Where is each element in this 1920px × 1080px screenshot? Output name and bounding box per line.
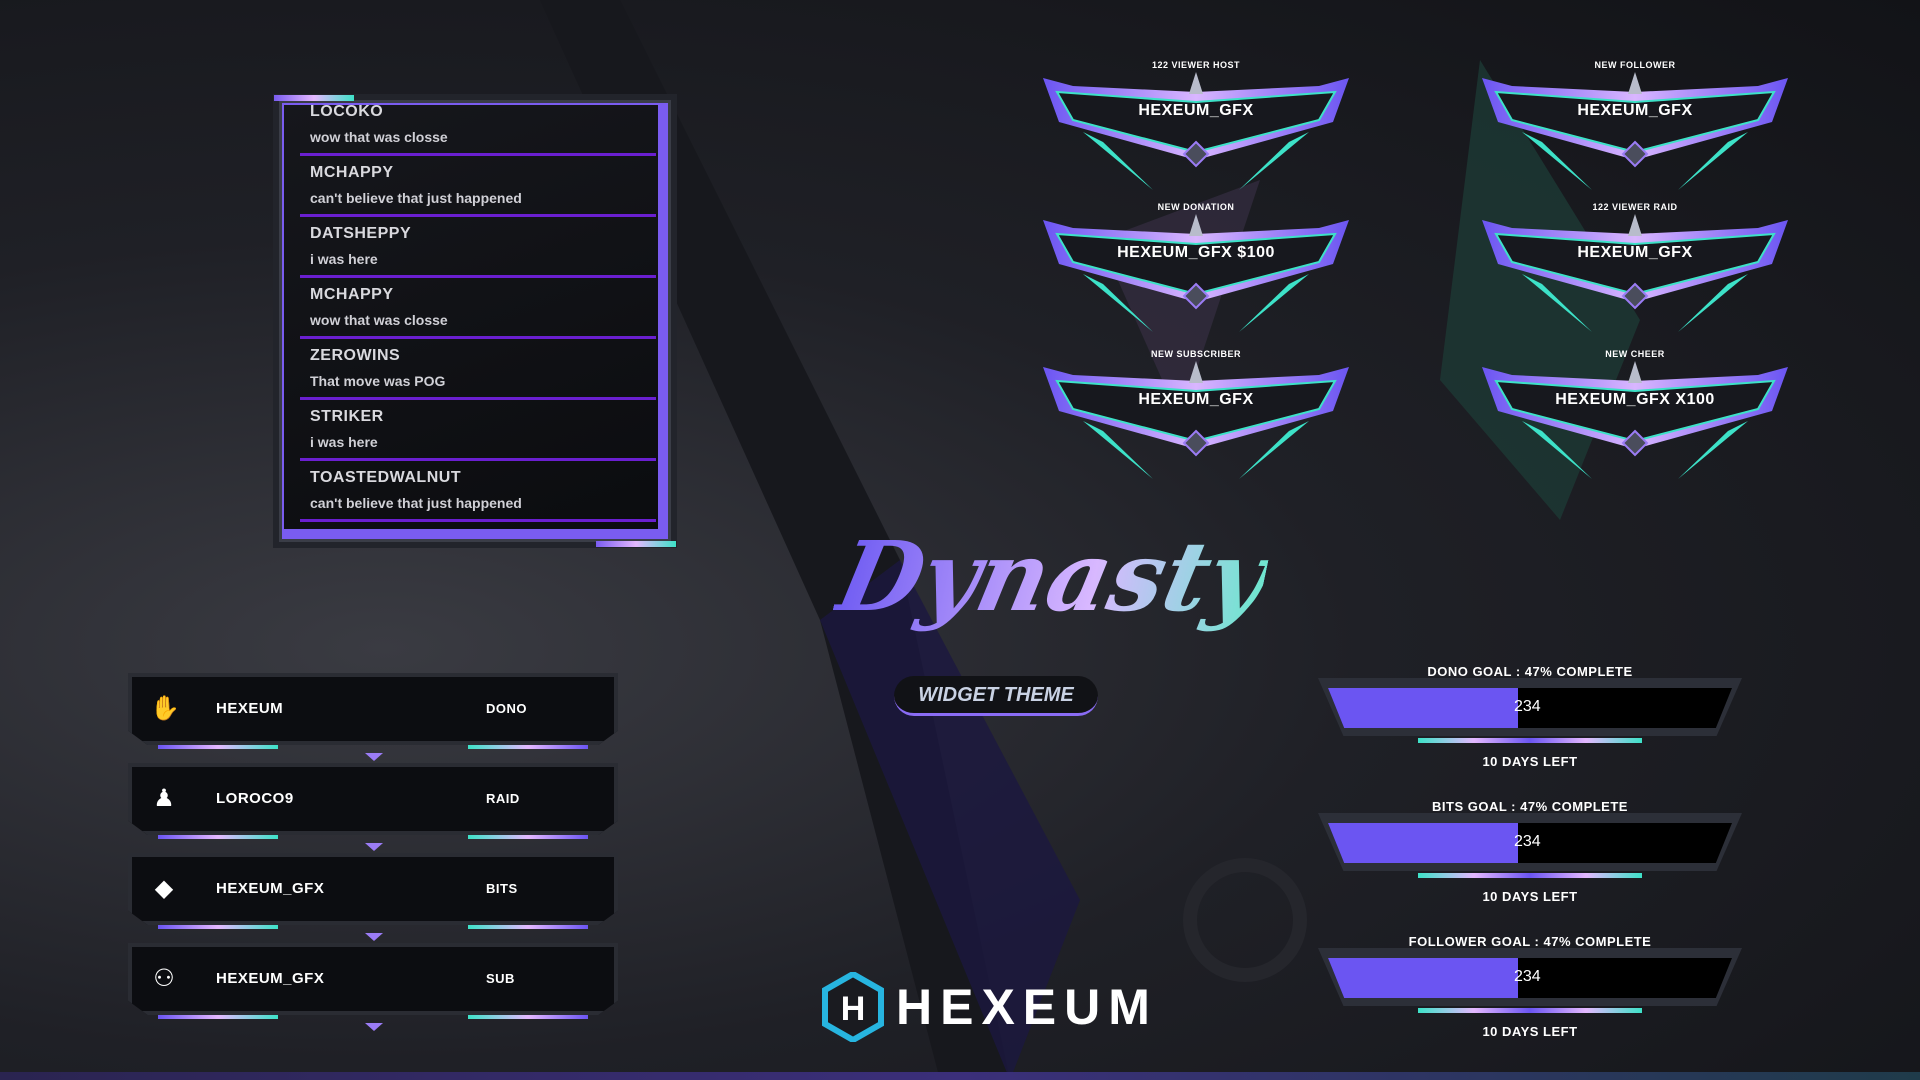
alert-badge: 122 Viewer Host HEXEUM_GFX bbox=[1043, 60, 1349, 190]
event-row: ◆ HEXEUM_GFX BITS bbox=[128, 853, 618, 941]
alert-badge: New Donation HEXEUM_GFX $100 bbox=[1043, 202, 1349, 332]
alert-frame bbox=[1482, 361, 1788, 479]
alert-name: HEXEUM_GFX bbox=[1138, 391, 1254, 408]
chat-text: i was here bbox=[310, 434, 378, 450]
alert-badge: New Cheer HEXEUM_GFX X100 bbox=[1482, 349, 1788, 479]
triangle-icon bbox=[365, 843, 383, 851]
alert-label: 122 Viewer Host bbox=[1151, 60, 1241, 70]
goal-value: 234 bbox=[1514, 698, 1541, 715]
goal-days-left: 10 DAYS LEFT bbox=[1482, 754, 1578, 769]
chat-username: TOASTEDWALNUT bbox=[310, 469, 462, 486]
event-row: ♟ LOROCO9 RAID bbox=[128, 763, 618, 851]
alert-frame bbox=[1482, 72, 1788, 190]
chat-message: STRIKER i was here bbox=[300, 400, 656, 461]
alert-frame bbox=[1043, 72, 1349, 190]
goal-widget: DONO GOAL : 47% COMPLETE 234 10 DAYS LEF… bbox=[1318, 664, 1742, 794]
event-name: HEXEUM_GFX bbox=[216, 970, 325, 987]
event-name: HEXEUM bbox=[216, 700, 284, 717]
goal-progress-fill bbox=[1328, 823, 1518, 863]
raid-icon: ♟ bbox=[153, 785, 175, 812]
chat-username: STRIKER bbox=[310, 408, 384, 425]
alert-label: 122 Viewer Raid bbox=[1592, 202, 1678, 212]
goal-progress-bar bbox=[1328, 958, 1732, 998]
chat-username: ZEROWINS bbox=[310, 347, 401, 364]
alert-label: New Follower bbox=[1594, 60, 1676, 70]
alert-name: HEXEUM_GFX $100 bbox=[1117, 244, 1275, 261]
chat-message: TOASTEDWALNUT can't believe that just ha… bbox=[300, 461, 656, 522]
chat-text: i was here bbox=[310, 251, 378, 267]
theme-name: Dynasty bbox=[827, 520, 1278, 633]
chat-username: LOCOKO bbox=[310, 103, 384, 120]
dynasty-logo: Dynasty WIDGET THEME bbox=[828, 520, 1277, 720]
chat-message: MCHAPPY wow that was closse bbox=[300, 278, 656, 339]
bits-gem-icon: ◆ bbox=[154, 875, 174, 902]
chat-message: ZEROWINS That move was POG bbox=[300, 339, 656, 400]
goal-days-left: 10 DAYS LEFT bbox=[1482, 1024, 1578, 1039]
goal-value: 234 bbox=[1514, 968, 1541, 985]
chat-text: can't believe that just happened bbox=[310, 190, 522, 206]
alert-label: New Donation bbox=[1157, 202, 1235, 212]
triangle-icon bbox=[365, 1023, 383, 1031]
triangle-icon bbox=[365, 933, 383, 941]
goal-label: BITS GOAL : 47% COMPLETE bbox=[1432, 799, 1628, 814]
event-type: BITS bbox=[486, 881, 518, 896]
chat-username: MCHAPPY bbox=[310, 286, 394, 303]
alert-label: New Cheer bbox=[1605, 349, 1665, 359]
chat-text: wow that was closse bbox=[310, 129, 448, 145]
alert-frame bbox=[1043, 361, 1349, 479]
donation-hand-icon: ✋ bbox=[150, 695, 180, 722]
event-type: DONO bbox=[486, 701, 527, 716]
goal-progress-bar bbox=[1328, 823, 1732, 863]
event-name: LOROCO9 bbox=[216, 790, 294, 807]
chat-username: MCHAPPY bbox=[310, 164, 394, 181]
alert-name: HEXEUM_GFX bbox=[1577, 102, 1693, 119]
chat-list: LOCOKO wow that was closse MCHAPPY can't… bbox=[300, 95, 656, 522]
hexagon-h-icon: H bbox=[822, 972, 884, 1042]
chat-text: wow that was closse bbox=[310, 312, 448, 328]
alert-badge: New Subscriber HEXEUM_GFX bbox=[1043, 349, 1349, 479]
hexeum-logo: H HEXEUM bbox=[822, 972, 1158, 1042]
goal-label: FOLLOWER GOAL : 47% COMPLETE bbox=[1408, 934, 1652, 949]
event-name: HEXEUM_GFX bbox=[216, 880, 325, 897]
alert-frame bbox=[1482, 214, 1788, 332]
goal-value: 234 bbox=[1514, 833, 1541, 850]
event-type: SUB bbox=[486, 971, 515, 986]
event-row: ✋ HEXEUM DONO bbox=[128, 673, 618, 761]
chat-username: DATSHEPPY bbox=[310, 225, 412, 242]
brand-name: HEXEUM bbox=[896, 979, 1158, 1035]
alert-badge: 122 Viewer Raid HEXEUM_GFX bbox=[1482, 202, 1788, 332]
goal-progress-fill bbox=[1328, 958, 1518, 998]
svg-text:H: H bbox=[841, 990, 866, 1028]
event-type: RAID bbox=[486, 791, 520, 806]
goal-progress-fill bbox=[1328, 688, 1518, 728]
chat-text: can't believe that just happened bbox=[310, 495, 522, 511]
theme-subtitle: WIDGET THEME bbox=[894, 676, 1098, 716]
chat-message: MCHAPPY can't believe that just happened bbox=[300, 156, 656, 217]
alert-name: HEXEUM_GFX X100 bbox=[1555, 391, 1715, 408]
chat-box: LOCOKO wow that was closse MCHAPPY can't… bbox=[274, 95, 676, 547]
chat-message: LOCOKO wow that was closse bbox=[300, 95, 656, 156]
chat-message: DATSHEPPY i was here bbox=[300, 217, 656, 278]
alert-badge: New Follower HEXEUM_GFX bbox=[1482, 60, 1788, 190]
alert-name: HEXEUM_GFX bbox=[1138, 102, 1254, 119]
alert-label: New Subscriber bbox=[1150, 349, 1241, 359]
alert-frame bbox=[1043, 214, 1349, 332]
alert-name: HEXEUM_GFX bbox=[1577, 244, 1693, 261]
goal-days-left: 10 DAYS LEFT bbox=[1482, 889, 1578, 904]
event-row: ⚇ HEXEUM_GFX SUB bbox=[128, 943, 618, 1031]
triangle-icon bbox=[365, 753, 383, 761]
goal-progress-bar bbox=[1328, 688, 1732, 728]
goal-label: DONO GOAL : 47% COMPLETE bbox=[1427, 664, 1633, 679]
add-user-icon: ⚇ bbox=[153, 965, 175, 992]
bottom-bar bbox=[0, 1072, 1920, 1080]
goal-widget: BITS GOAL : 47% COMPLETE 234 10 DAYS LEF… bbox=[1318, 799, 1742, 929]
chat-text: That move was POG bbox=[310, 373, 446, 389]
goal-widget: FOLLOWER GOAL : 47% COMPLETE 234 10 DAYS… bbox=[1318, 934, 1742, 1064]
